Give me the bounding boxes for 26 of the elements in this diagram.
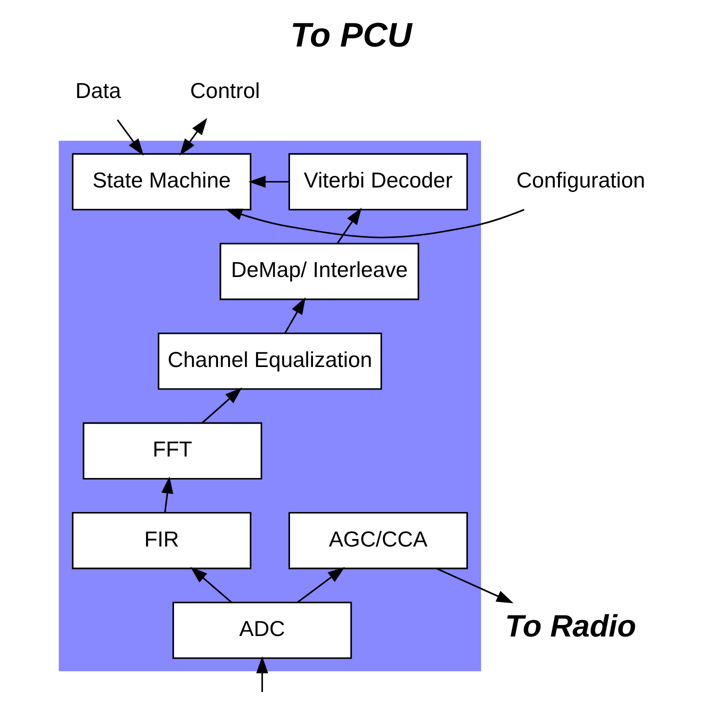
diagram-title: To PCU [290,16,412,55]
node-box: State Machine [71,153,251,210]
arrow [224,208,524,238]
node-text: Configuration [516,167,645,192]
node-text: Control [190,78,260,103]
arrow [296,567,344,603]
arrow [160,476,173,513]
node-text: Data [74,78,121,103]
arrow [116,119,144,156]
cluster [58,140,481,672]
node-box: DeMap/ Interleave [219,242,419,300]
node-box: Channel Equalization [157,332,382,390]
arrow [284,297,306,334]
arrow [190,566,232,603]
arrow [436,568,513,604]
node-box: FIR [71,512,251,570]
node-box: ADC [172,602,352,659]
arrow [179,118,207,156]
arrow [248,176,289,188]
node-box: FFT [82,422,262,480]
arrow [256,656,268,692]
node-text: To Radio [504,608,636,644]
arrow [201,387,242,424]
node-box: AGC/CCA [288,512,468,570]
node-box: Viterbi Decoder [288,153,468,210]
arrow [336,208,362,244]
